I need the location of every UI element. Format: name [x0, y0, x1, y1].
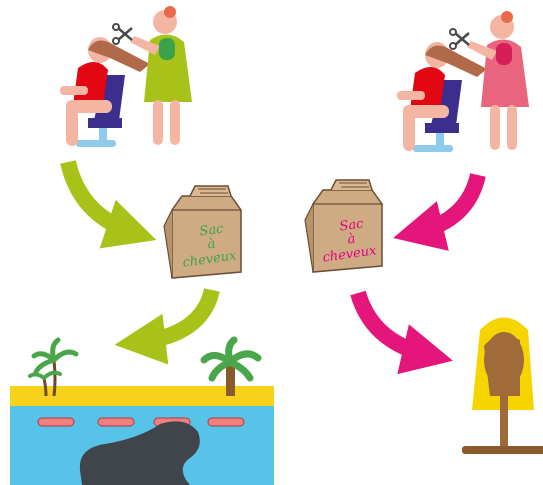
beach-oil-spill-icon [10, 340, 274, 485]
hairdresser-pink-icon [397, 11, 529, 152]
arrow-to-left-bag [68, 162, 132, 232]
wig-on-stand-icon [462, 318, 543, 455]
hair-bag-right: Sac à cheveux [305, 180, 382, 272]
arrow-to-beach [140, 290, 212, 342]
hair-bag-left: Sac à cheveux [164, 186, 241, 278]
hairdresser-green-icon [60, 6, 192, 147]
arrow-to-right-bag [418, 175, 478, 232]
arrow-to-wig [358, 293, 428, 355]
